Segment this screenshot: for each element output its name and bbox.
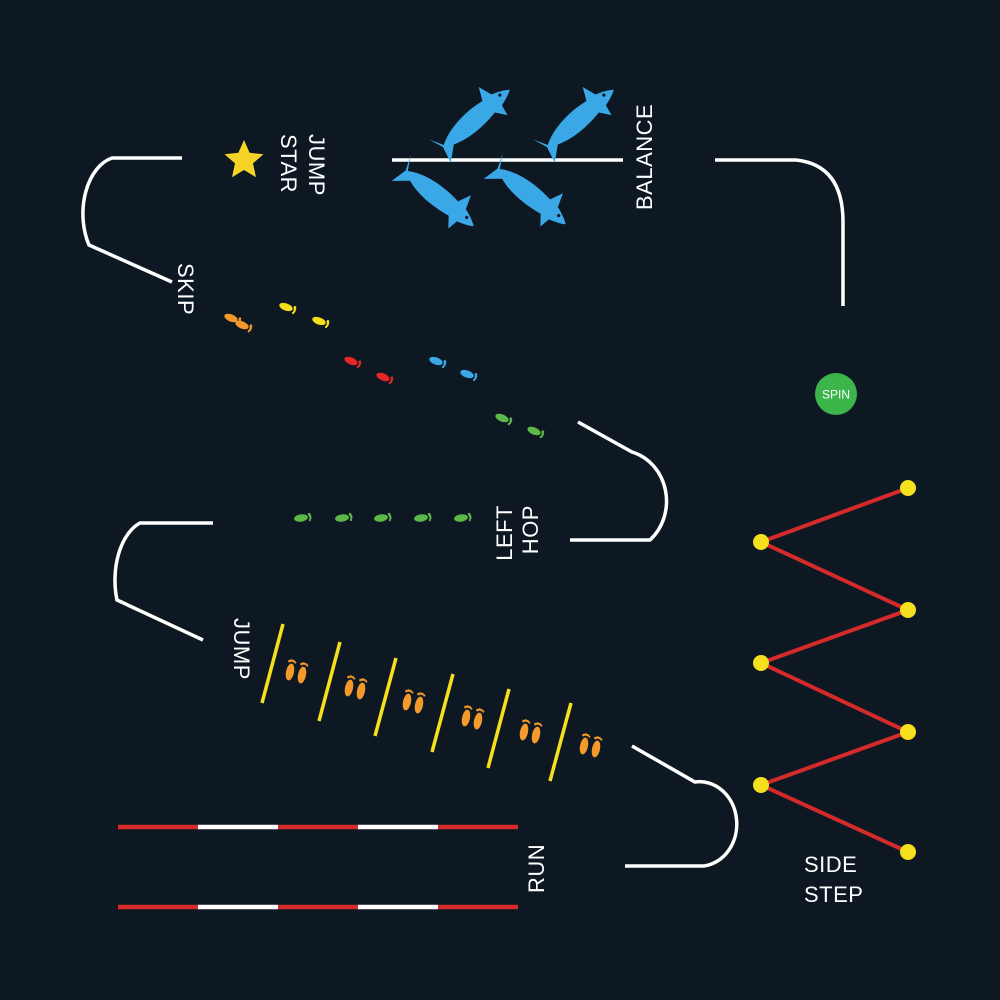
footprint-icon (373, 512, 393, 524)
side-step-dot (753, 655, 769, 671)
track-curve-jump (113, 521, 213, 642)
label-balance: BALANCE (632, 104, 657, 210)
track-curve-skip (81, 156, 182, 284)
skip-footprints (222, 300, 546, 439)
footprint-icon (427, 354, 448, 369)
track-curve-left-hop (570, 420, 669, 542)
side-step-dot (753, 534, 769, 550)
star-icon (224, 140, 264, 178)
side-step-dot (753, 777, 769, 793)
side-step-dots (753, 480, 916, 860)
jump-bar (260, 623, 285, 704)
label-left-hop-line1: LEFT (492, 505, 517, 561)
footprint-icon (401, 688, 414, 712)
side-step-dot (900, 480, 916, 496)
label-side-step-line1: SIDE (804, 852, 857, 877)
footprint-icon (310, 314, 331, 329)
footprint-icon (578, 732, 591, 756)
label-run: RUN (524, 844, 549, 893)
jump-bar (373, 657, 398, 737)
footprint-icon (590, 735, 603, 759)
footprint-icon (460, 704, 473, 728)
label-jump: JUMP (229, 618, 254, 680)
jump-bars (260, 623, 573, 782)
jump-bar (430, 673, 455, 753)
footprint-icon (413, 512, 433, 524)
label-star-jump-line2: JUMP (304, 134, 329, 196)
jump-bar (317, 641, 342, 722)
side-step-zigzag (755, 486, 914, 854)
footprint-icon (277, 300, 298, 315)
shark-icon (423, 72, 522, 164)
footprint-icon (284, 658, 297, 682)
shark-icon (390, 149, 488, 241)
footprint-icon (334, 512, 354, 524)
footprint-icon (342, 354, 363, 369)
footprint-icon (525, 424, 546, 439)
shark-group (390, 72, 626, 241)
footprint-icon (530, 721, 543, 745)
track-lines (81, 156, 845, 868)
shark-icon (527, 72, 626, 164)
left-hop-footprints (293, 512, 473, 524)
label-spin: SPIN (822, 388, 850, 402)
footprint-icon (293, 512, 313, 524)
footprint-icon (518, 718, 531, 742)
side-step-dot (900, 602, 916, 618)
spin-marker (815, 373, 857, 415)
footprint-icon (343, 674, 356, 698)
footprint-icon (472, 707, 485, 731)
footprint-icon (296, 661, 309, 685)
label-left-hop-line2: HOP (518, 505, 543, 554)
footprint-icon (355, 677, 368, 701)
label-star-jump-line1: STAR (276, 134, 301, 193)
jump-bar (548, 702, 573, 782)
side-step-dot (900, 724, 916, 740)
footprint-icon (453, 512, 473, 524)
jump-bar (486, 688, 511, 769)
footprint-icon (458, 367, 479, 382)
label-skip: SKIP (173, 263, 198, 315)
label-side-step-line2: STEP (804, 882, 863, 907)
track-curve-run (625, 744, 739, 868)
track-curve-balance (715, 158, 845, 306)
footprint-icon (413, 691, 426, 715)
footprint-icon (493, 411, 514, 426)
footprint-icon (374, 370, 395, 385)
side-step-dot (900, 844, 916, 860)
